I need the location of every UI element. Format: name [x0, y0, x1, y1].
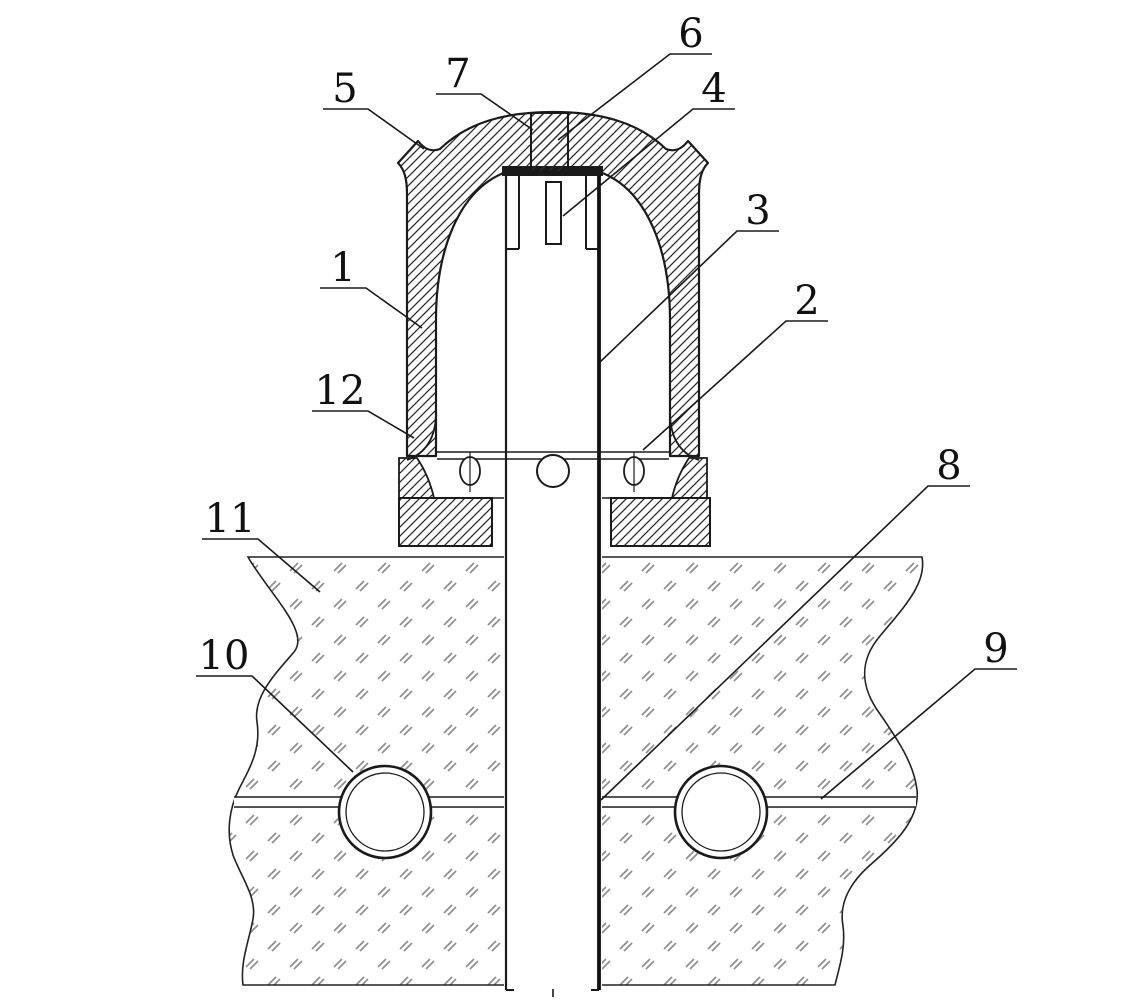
part-number-3: 3: [745, 188, 770, 234]
center-hole: [536, 454, 570, 488]
callout-7: 7: [436, 51, 534, 131]
callout-4: 4: [562, 66, 735, 217]
part-number-12: 12: [315, 368, 366, 414]
leader-line-9: [820, 668, 1017, 800]
callouts: 1 2 3 4 5 6 7 8: [196, 11, 1017, 801]
leader-line-1: [320, 287, 423, 329]
part-number-6: 6: [678, 11, 703, 57]
callout-9: 9: [820, 626, 1017, 800]
callout-3: 3: [599, 188, 779, 363]
flange: [398, 497, 711, 547]
leader-line-11: [202, 538, 321, 593]
part-number-11: 11: [205, 496, 256, 542]
leader-line-12: [312, 410, 415, 439]
right-bolt-hole: [623, 452, 645, 492]
part-number-8: 8: [936, 443, 961, 489]
leader-line-8: [600, 485, 970, 801]
left-bolt-hole: [459, 452, 481, 492]
part-number-2: 2: [794, 278, 819, 324]
flange-left-block: [398, 497, 493, 547]
left-pipe-inner-ring: [345, 772, 425, 852]
leader-line-4: [562, 108, 735, 217]
part-number-5: 5: [332, 66, 357, 112]
leader-line-2: [642, 320, 828, 451]
part-number-10: 10: [199, 633, 250, 679]
right-pipe-circle: [673, 764, 769, 860]
left-pipe-outer-ring: [337, 764, 433, 860]
part-number-4: 4: [701, 66, 726, 112]
callout-12: 12: [312, 368, 415, 439]
leader-line-5: [323, 108, 425, 150]
callout-10: 10: [196, 633, 354, 773]
left-pipe-circle: [337, 764, 433, 860]
right-pipe-outer-ring: [673, 764, 769, 860]
leader-line-6: [557, 53, 712, 141]
callout-1: 1: [320, 245, 423, 329]
flange-right-block: [610, 497, 711, 547]
callout-6: 6: [557, 11, 712, 141]
tube-body: [504, 166, 602, 992]
callout-2: 2: [642, 278, 828, 451]
callout-11: 11: [202, 496, 321, 593]
part-number-9: 9: [983, 626, 1008, 672]
leader-line-10: [196, 675, 354, 773]
leader-line-7: [436, 93, 534, 131]
leader-line-3: [599, 230, 779, 363]
inner-stem: [545, 181, 562, 245]
center-tube: [504, 166, 602, 997]
part-number-7: 7: [445, 51, 470, 97]
part-number-1: 1: [330, 245, 355, 291]
callout-8: 8: [600, 443, 970, 801]
callout-5: 5: [323, 66, 425, 150]
right-pipe-inner-ring: [681, 772, 761, 852]
top-plug-block: [530, 112, 569, 173]
